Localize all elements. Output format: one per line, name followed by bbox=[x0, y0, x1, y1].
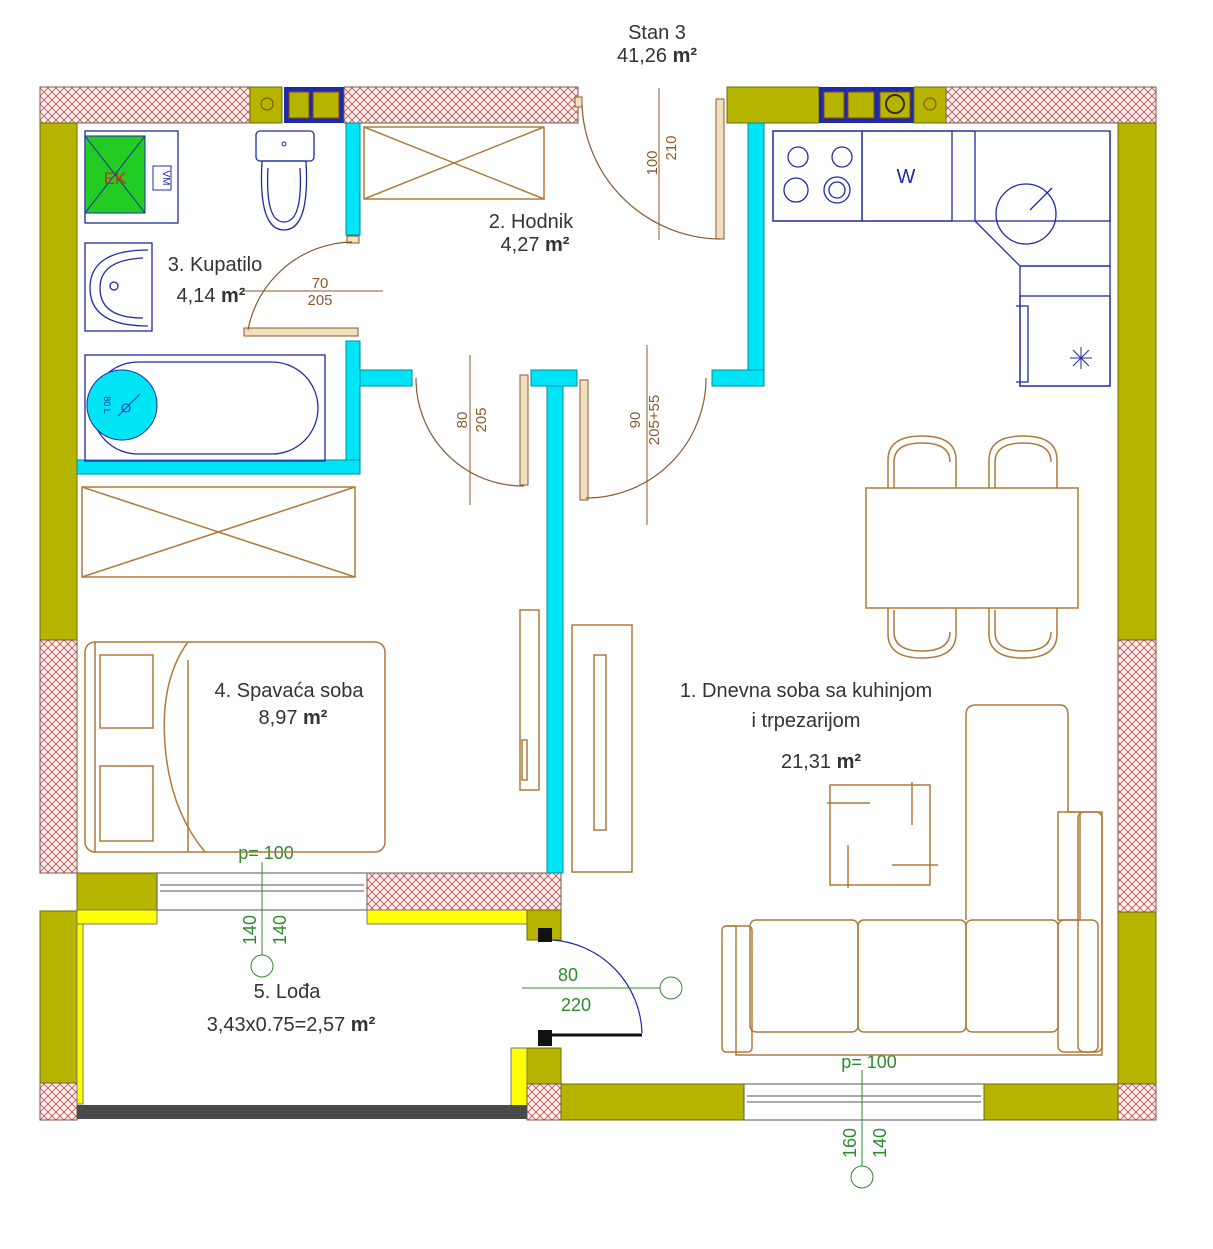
room-bath-area: 4,14 m² bbox=[177, 285, 246, 307]
wall-right-mid bbox=[1117, 639, 1157, 913]
bathroom-sink bbox=[84, 242, 153, 332]
room-hall-name: 2. Hodnik bbox=[489, 211, 574, 233]
svg-text:140: 140 bbox=[870, 1128, 890, 1158]
svg-text:EK: EK bbox=[104, 169, 127, 188]
svg-text:80: 80 bbox=[558, 965, 578, 985]
partition-bath-hall bbox=[345, 122, 361, 236]
wall-top-pillar bbox=[249, 86, 283, 124]
fridge bbox=[1019, 265, 1111, 387]
wall-right-upper bbox=[1117, 122, 1157, 641]
kitchen-sink bbox=[995, 183, 1057, 245]
svg-text:205: 205 bbox=[473, 407, 490, 432]
bedroom-wardrobe bbox=[81, 486, 356, 578]
svg-text:160: 160 bbox=[840, 1128, 860, 1158]
vent-circle-icon bbox=[260, 97, 274, 111]
apartment-area: 41,26 m² bbox=[617, 45, 697, 67]
partition-bedroom-living bbox=[546, 385, 564, 874]
apartment-title: Stan 3 bbox=[628, 22, 686, 44]
tv-cabinet-living bbox=[571, 624, 633, 873]
coffee-table bbox=[829, 784, 931, 886]
wall-bottom-left bbox=[560, 1083, 745, 1121]
stove bbox=[772, 130, 863, 222]
wall-bottom-right bbox=[983, 1083, 1119, 1121]
svg-text:140: 140 bbox=[270, 915, 290, 945]
room-hall-area: 4,27 m² bbox=[501, 234, 570, 256]
loggia-railing bbox=[77, 1105, 527, 1119]
room-loggia-name: 5. Lođa bbox=[254, 981, 322, 1003]
bathtub bbox=[84, 354, 326, 462]
tv-bedroom bbox=[519, 609, 540, 791]
svg-text:W: W bbox=[897, 166, 916, 188]
wall-top-left bbox=[39, 86, 251, 124]
partition-hall-kitchen bbox=[747, 122, 765, 387]
svg-text:80: 80 bbox=[454, 412, 471, 429]
living-door[interactable] bbox=[579, 379, 589, 501]
room-loggia-area: 3,43x0.75=2,57 m² bbox=[207, 1014, 376, 1036]
window-living-parapet: p= 100 bbox=[841, 1052, 897, 1072]
bathroom-door[interactable] bbox=[243, 327, 359, 337]
svg-text:70: 70 bbox=[312, 275, 329, 292]
dining-table bbox=[865, 487, 1079, 609]
svg-text:100: 100 bbox=[644, 150, 661, 175]
svg-text:80 L: 80 L bbox=[102, 396, 112, 414]
entrance-door[interactable] bbox=[715, 98, 725, 240]
svg-text:140: 140 bbox=[240, 915, 260, 945]
bed bbox=[84, 641, 386, 853]
wall-left-loggia bbox=[39, 910, 78, 1084]
dishwasher bbox=[861, 130, 953, 222]
kitchen-counter bbox=[772, 130, 1111, 222]
hall-wardrobe bbox=[363, 126, 545, 200]
wall-left-upper bbox=[39, 122, 78, 641]
svg-text:VM: VM bbox=[160, 171, 171, 186]
room-living-name-2: i trpezarijom bbox=[752, 710, 861, 732]
svg-text:205: 205 bbox=[307, 292, 332, 309]
room-bath-name: 3. Kupatilo bbox=[168, 254, 263, 276]
wall-top-mid bbox=[343, 86, 579, 124]
wall-left-mid bbox=[39, 639, 78, 874]
svg-text:205+55: 205+55 bbox=[646, 395, 663, 445]
wall-top-right-pillar bbox=[726, 86, 820, 124]
room-living-area: 21,31 m² bbox=[781, 751, 861, 773]
svg-text:90: 90 bbox=[627, 412, 644, 429]
bedroom-door[interactable] bbox=[519, 374, 529, 486]
room-bedroom-area: 8,97 m² bbox=[259, 707, 328, 729]
window-bedroom-parapet: p= 100 bbox=[238, 843, 294, 863]
svg-text:210: 210 bbox=[663, 135, 680, 160]
room-bedroom-name: 4. Spavaća soba bbox=[215, 680, 365, 702]
boiler-icon bbox=[86, 369, 158, 441]
washing-machine bbox=[152, 165, 172, 191]
wall-top-right bbox=[945, 86, 1157, 124]
svg-text:220: 220 bbox=[561, 995, 591, 1015]
wall-bedroom-loggia bbox=[76, 872, 158, 911]
room-living-name: 1. Dnevna soba sa kuhinjom bbox=[680, 680, 932, 702]
